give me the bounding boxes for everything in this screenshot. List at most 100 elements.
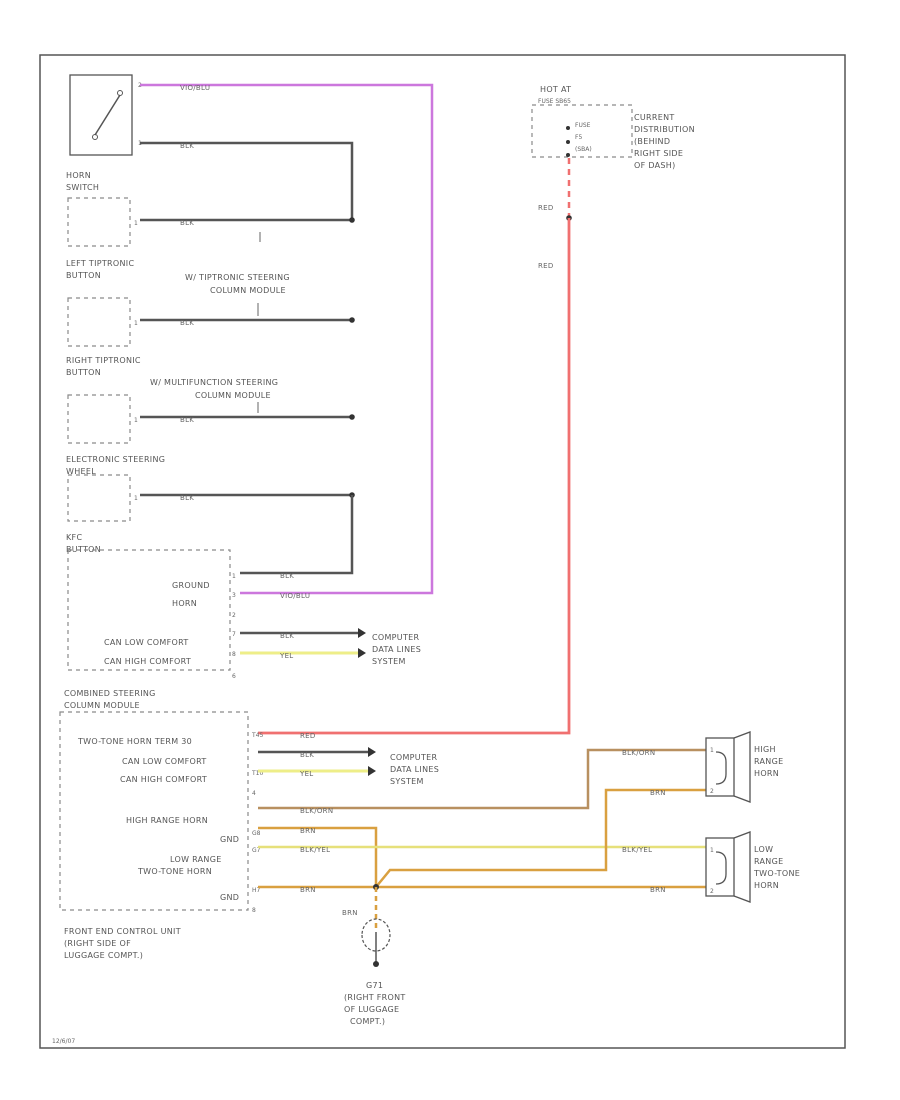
electronic-steering-label-2: WHEEL <box>66 467 96 476</box>
wire-label-vio-blu-2: VIO/BLU <box>280 592 310 600</box>
high-range-horn: 1 2 <box>705 731 751 803</box>
svg-text:8: 8 <box>252 907 256 914</box>
combined-module-label-2: COLUMN MODULE <box>64 701 140 710</box>
svg-text:2: 2 <box>232 612 236 619</box>
hot-at-label: HOT AT <box>540 85 571 94</box>
wire-label-blk-yel-2: BLK/YEL <box>622 846 652 854</box>
svg-text:1: 1 <box>134 320 138 327</box>
csm-pin-gnd-2: GND <box>220 893 239 902</box>
right-tiptronic-label-1: RIGHT TIPTRONIC <box>66 356 141 365</box>
horn-switch-label-1: HORN <box>66 171 91 180</box>
svg-text:G7: G7 <box>252 847 261 854</box>
svg-text:1: 1 <box>710 747 714 754</box>
current-dist-label-2: DISTRIBUTION <box>634 125 695 134</box>
kfc-label-2: BUTTON <box>66 545 101 554</box>
electronic-steering-box <box>67 394 131 444</box>
brn-wire-high-horn <box>375 788 706 888</box>
wire-label-brn-5: BRN <box>342 909 358 917</box>
front-end-label-1: FRONT END CONTROL UNIT <box>64 927 181 936</box>
csm-pin-can-low: CAN LOW COMFORT <box>122 757 207 766</box>
low-range-horn: 1 2 <box>705 831 751 903</box>
computer-data-2-line2: DATA LINES <box>390 765 439 774</box>
kfc-module-box <box>67 549 231 671</box>
current-dist-label-1: CURRENT <box>634 113 675 122</box>
svg-text:1: 1 <box>232 573 236 580</box>
csm-pin-two-tone-term30: TWO-TONE HORN TERM 30 <box>77 737 192 746</box>
ground-label-1: G71 <box>366 981 383 990</box>
horn-switch: 2 1 HORN SWITCH <box>66 74 142 192</box>
footer-code: 12/6/07 <box>52 1038 75 1045</box>
kfc-upper-box <box>67 474 131 522</box>
tiptronic-module-label-1: W/ TIPTRONIC STEERING <box>185 273 290 282</box>
blk-wires <box>140 141 355 575</box>
low-horn-label-1: LOW <box>754 845 773 854</box>
right-tiptronic-label-2: BUTTON <box>66 368 101 377</box>
high-horn-label-1: HIGH <box>754 745 776 754</box>
wire-label-blk-csm: BLK <box>300 751 314 759</box>
red-wire <box>258 218 571 735</box>
kfc-pin-can-high: CAN HIGH COMFORT <box>104 657 191 666</box>
high-horn-label-2: RANGE <box>754 757 783 766</box>
current-dist-label-3: (BEHIND <box>634 137 670 146</box>
svg-text:1: 1 <box>134 220 138 227</box>
kfc-pin-can-low: CAN LOW COMFORT <box>104 638 189 647</box>
svg-text:FUSE SB65: FUSE SB65 <box>538 98 571 105</box>
multifunction-module-label-2: COLUMN MODULE <box>195 391 271 400</box>
svg-text:T10: T10 <box>251 770 263 777</box>
left-tiptronic-label-1: LEFT TIPTRONIC <box>66 259 134 268</box>
wire-label-brn-1: BRN <box>300 827 316 835</box>
high-horn-label-3: HORN <box>754 769 779 778</box>
left-tiptronic-label-2: BUTTON <box>66 271 101 280</box>
wire-label-blk-kfc: BLK <box>280 632 294 640</box>
kfc-pin-horn: HORN <box>172 599 197 608</box>
ground-label-2: (RIGHT FRONT <box>344 993 406 1002</box>
low-horn-label-2: RANGE <box>754 857 783 866</box>
svg-text:T45: T45 <box>251 732 263 739</box>
wire-label-blk-orn-2: BLK/ORN <box>622 749 655 757</box>
fuse-label: FUSE <box>575 122 591 129</box>
wire-label-red-3: RED <box>300 732 316 740</box>
svg-text:2: 2 <box>710 888 714 895</box>
wire-label-yel-csm: YEL <box>299 770 314 778</box>
kfc-label-1: KFC <box>66 533 82 542</box>
svg-text:G8: G8 <box>252 830 261 837</box>
fuse-f5-label: F5 <box>575 134 582 141</box>
svg-text:4: 4 <box>252 790 256 797</box>
computer-data-1-line1: COMPUTER <box>372 633 420 642</box>
csm-pin-gnd-1: GND <box>220 835 239 844</box>
front-end-label-3: LUGGAGE COMPT.) <box>64 951 143 960</box>
wire-label-red-1: RED <box>538 204 554 212</box>
computer-data-1-line2: DATA LINES <box>372 645 421 654</box>
wire-label-blk-3: BLK <box>180 319 194 327</box>
csm-pin-high-range: HIGH RANGE HORN <box>126 816 208 825</box>
horn-switch-label-2: SWITCH <box>66 183 99 192</box>
ground-label-3: OF LUGGAGE <box>344 1005 399 1014</box>
wire-label-blk-1: BLK <box>180 142 194 150</box>
vio-blu-wire <box>140 83 434 595</box>
svg-text:8: 8 <box>232 651 236 658</box>
wire-label-blk-5: BLK <box>180 494 194 502</box>
wire-label-red-2: RED <box>538 262 554 270</box>
kfc-pin-ground: GROUND <box>172 581 210 590</box>
svg-text:1: 1 <box>710 847 714 854</box>
low-horn-label-3: TWO-TONE <box>753 869 800 878</box>
svg-text:2: 2 <box>710 788 714 795</box>
svg-text:H7: H7 <box>252 887 261 894</box>
left-tiptronic-button-box <box>67 197 131 247</box>
wire-label-blk-yel-1: BLK/YEL <box>300 846 330 854</box>
wire-label-blk-4: BLK <box>180 416 194 424</box>
computer-data-2-line1: COMPUTER <box>390 753 438 762</box>
ground-symbol <box>361 918 391 967</box>
low-horn-label-4: HORN <box>754 881 779 890</box>
wire-label-vio-blu-1: VIO/BLU <box>180 84 210 92</box>
front-end-label-2: (RIGHT SIDE OF <box>64 939 131 948</box>
electronic-steering-label-1: ELECTRONIC STEERING <box>66 455 165 464</box>
wire-label-brn-2: BRN <box>300 886 316 894</box>
csm-pin-can-high: CAN HIGH COMFORT <box>120 775 207 784</box>
csm-pin-two-tone-horn: TWO-TONE HORN <box>137 867 212 876</box>
wire-label-blk-orn-1: BLK/ORN <box>300 807 333 815</box>
brn-wire-gnd1 <box>258 826 378 887</box>
computer-data-2-line3: SYSTEM <box>390 777 424 786</box>
wire-label-brn-4: BRN <box>650 886 666 894</box>
